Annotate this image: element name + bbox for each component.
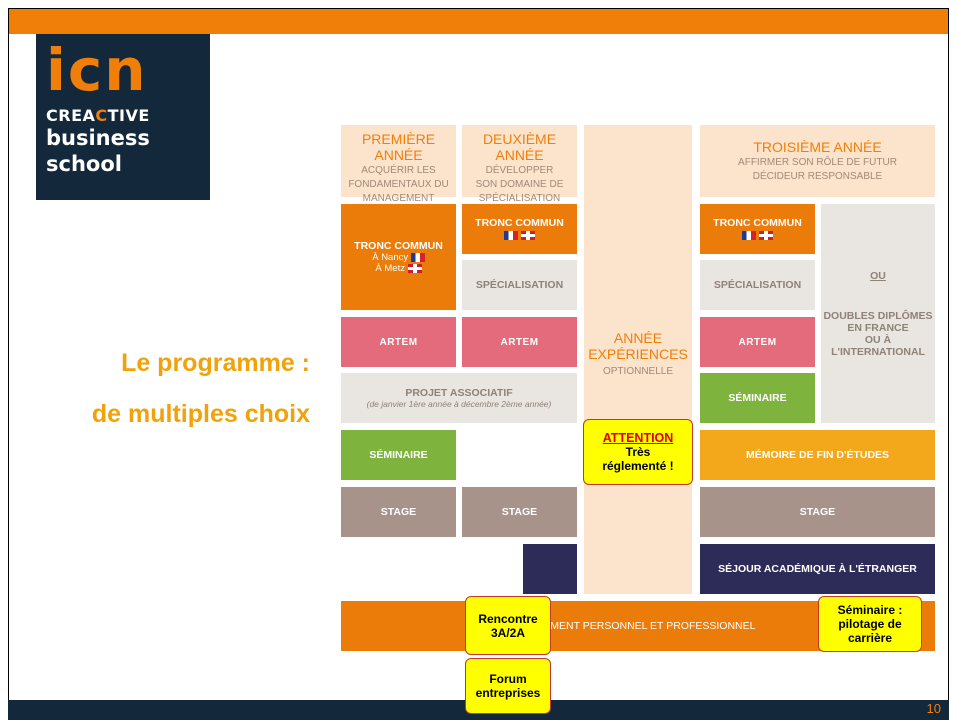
sejour-block-year2 xyxy=(523,544,577,594)
uk-flag-icon xyxy=(520,230,535,240)
uk-flag-icon xyxy=(758,230,773,240)
doubles-diplomes: OU DOUBLES DIPLÔMES EN FRANCE OU À L'INT… xyxy=(821,204,935,423)
uk-flag-icon xyxy=(407,263,422,273)
rencontre-callout: Rencontre 3A/2A xyxy=(465,596,551,655)
logo-wordmark: icn xyxy=(46,36,148,104)
frame-border xyxy=(948,8,949,718)
attention-callout: ATTENTION Très réglementé ! xyxy=(583,419,693,485)
header-year3: TROISIÈME ANNÉE AFFIRMER SON RÔLE DE FUT… xyxy=(700,125,935,197)
tronc-commun-year1: TRONC COMMUN À Nancy À Metz xyxy=(341,204,456,310)
memoire-fin-etudes: MÉMOIRE DE FIN D'ÉTUDES xyxy=(700,430,935,480)
stage-year3: STAGE xyxy=(700,487,935,537)
forum-callout: Forum entreprises xyxy=(465,658,551,714)
tronc-commun-year3: TRONC COMMUN xyxy=(700,204,815,254)
seminaire-year3: SÉMINAIRE xyxy=(700,373,815,423)
logo-line: business xyxy=(46,126,150,150)
gap-year-column: ANNÉE EXPÉRIENCES OPTIONNELLE xyxy=(584,125,692,594)
sejour-academique: SÉJOUR ACADÉMIQUE À L'ÉTRANGER xyxy=(700,544,935,594)
artem-year3: ARTEM xyxy=(700,317,815,367)
stage-year1: STAGE xyxy=(341,487,456,537)
tronc-commun-year2: TRONC COMMUN xyxy=(462,204,577,254)
header-year1: PREMIÈRE ANNÉE ACQUÉRIR LES FONDAMENTAUX… xyxy=(341,125,456,204)
top-bar xyxy=(8,8,949,34)
seminaire-carriere-callout: Séminaire : pilotage de carrière xyxy=(818,596,922,652)
frame-border xyxy=(8,8,949,9)
seminaire-year1: SÉMINAIRE xyxy=(341,430,456,480)
france-flag-icon xyxy=(742,230,757,240)
header-year2: DEUXIÈME ANNÉE DÉVELOPPER SON DOMAINE DE… xyxy=(462,125,577,204)
artem-year2: ARTEM xyxy=(462,317,577,367)
page-number: 10 xyxy=(926,701,941,716)
artem-year1: ARTEM xyxy=(341,317,456,367)
logo-line: CREACTIVE xyxy=(46,106,150,125)
stage-year2: STAGE xyxy=(462,487,577,537)
slide-title: Le programme : de multiples choix xyxy=(91,349,310,428)
projet-associatif: PROJET ASSOCIATIF (de janvier 1ère année… xyxy=(341,373,577,423)
frame-border xyxy=(8,8,9,718)
logo: icn CREACTIVE business school xyxy=(36,34,210,200)
france-flag-icon xyxy=(410,252,425,262)
specialisation-year2: SPÉCIALISATION xyxy=(462,260,577,310)
france-flag-icon xyxy=(504,230,519,240)
specialisation-year3: SPÉCIALISATION xyxy=(700,260,815,310)
logo-line: school xyxy=(46,152,122,176)
